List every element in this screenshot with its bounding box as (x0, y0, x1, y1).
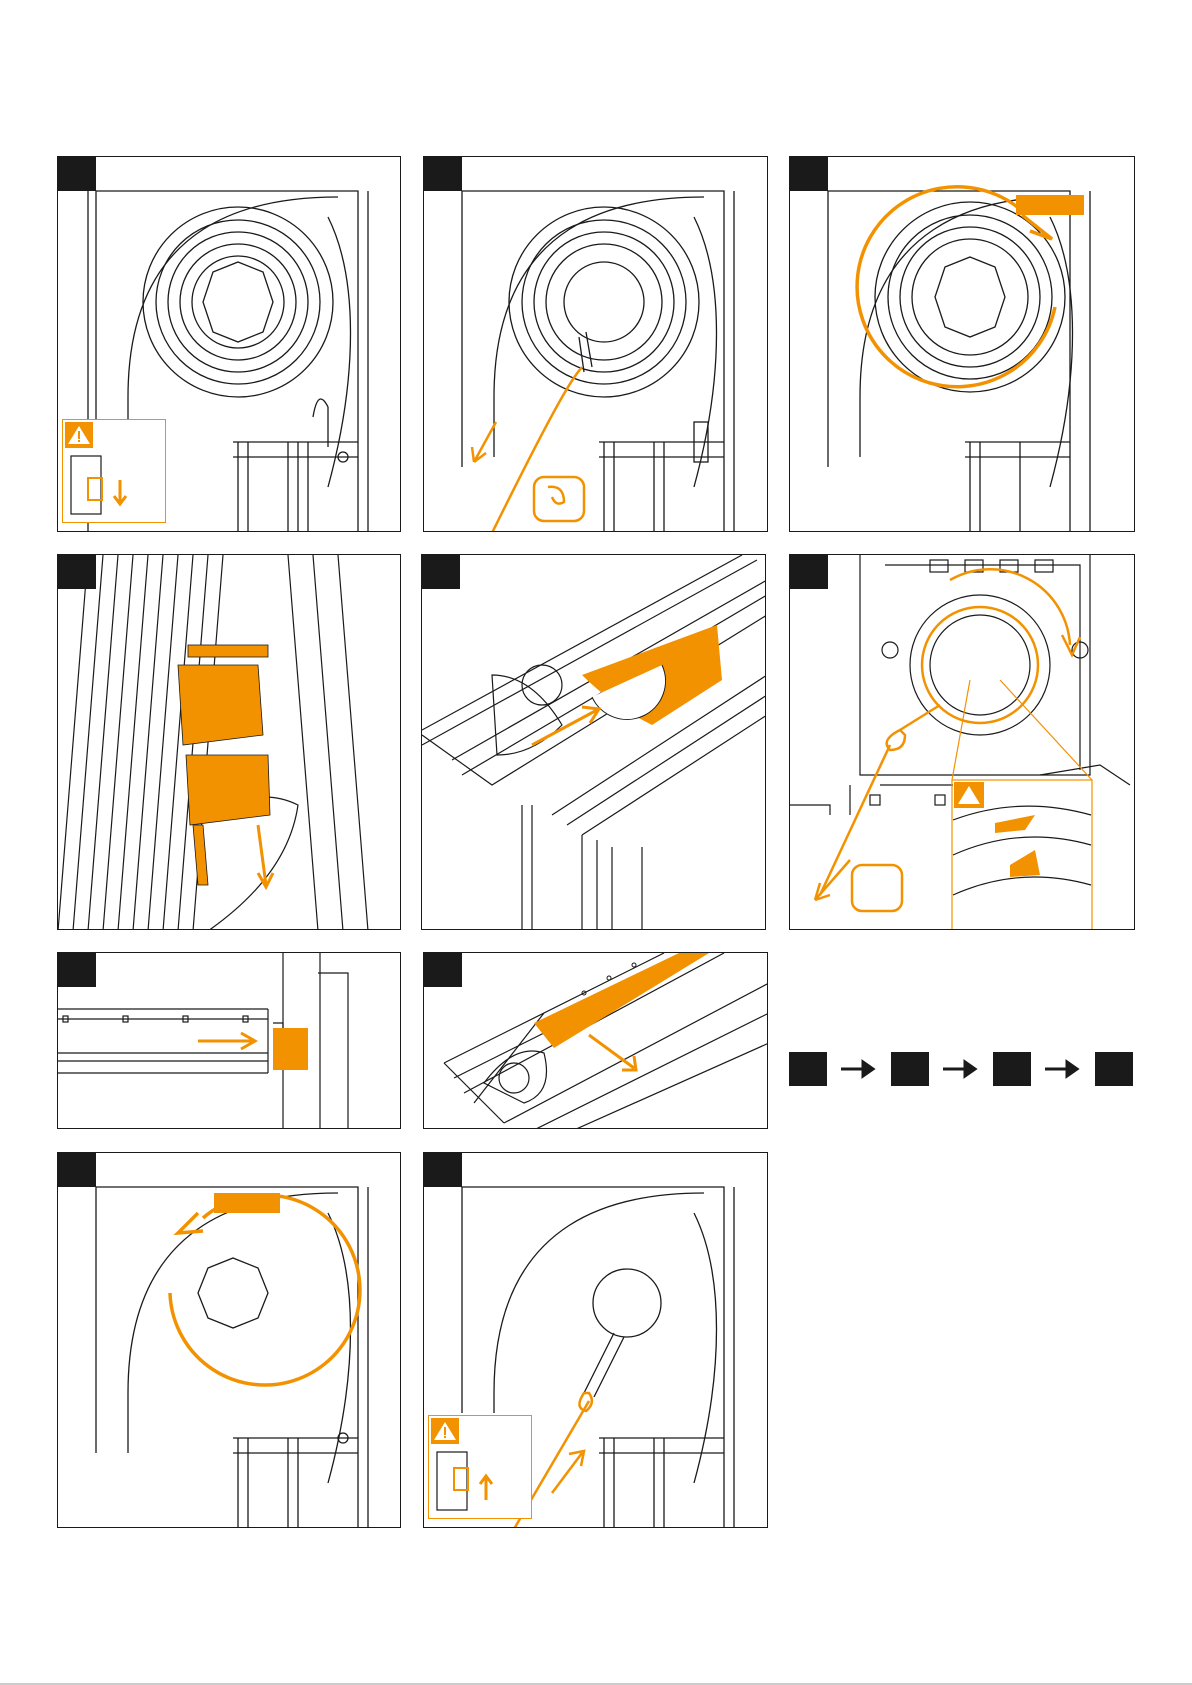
step-10-badge (424, 1153, 462, 1187)
sequence-box-1 (789, 1052, 827, 1086)
step-7-panel (57, 952, 401, 1129)
step-8-illustration (424, 953, 768, 1129)
circuit-breaker-off-icon (63, 420, 165, 522)
sequence-box-4 (1095, 1052, 1133, 1086)
step-2-badge (424, 157, 462, 191)
step-3-badge (790, 157, 828, 191)
step-10-panel (423, 1152, 768, 1528)
step-8-panel (423, 952, 768, 1129)
step-1-badge (58, 157, 96, 191)
step-2-panel (423, 156, 768, 532)
warning-box (62, 419, 166, 523)
sequence-box-3 (993, 1052, 1031, 1086)
step-6-panel (789, 554, 1135, 930)
step-5-illustration (422, 555, 766, 930)
step-6-badge (790, 555, 828, 589)
warning-box (428, 1415, 532, 1519)
step-7-badge (58, 953, 96, 987)
step-9-panel (57, 1152, 401, 1528)
circuit-breaker-on-icon (429, 1416, 531, 1518)
step-6-illustration (790, 555, 1135, 930)
step-1-panel (57, 156, 401, 532)
right-arrow-icon (1043, 1052, 1083, 1086)
step-4-panel (57, 554, 401, 930)
right-arrow-icon (941, 1052, 981, 1086)
step-7-illustration (58, 953, 401, 1129)
sequence-box-2 (891, 1052, 929, 1086)
step-9-badge (58, 1153, 96, 1187)
step-3-panel (789, 156, 1135, 532)
step-2-illustration (424, 157, 768, 532)
right-arrow-icon (839, 1052, 879, 1086)
orange-label (1016, 195, 1084, 215)
step-5-panel (421, 554, 766, 930)
sequence-flow (789, 1052, 1135, 1086)
step-4-illustration (58, 555, 401, 930)
step-4-badge (58, 555, 96, 589)
orange-label (214, 1193, 280, 1213)
step-8-badge (424, 953, 462, 987)
step-5-badge (422, 555, 460, 589)
